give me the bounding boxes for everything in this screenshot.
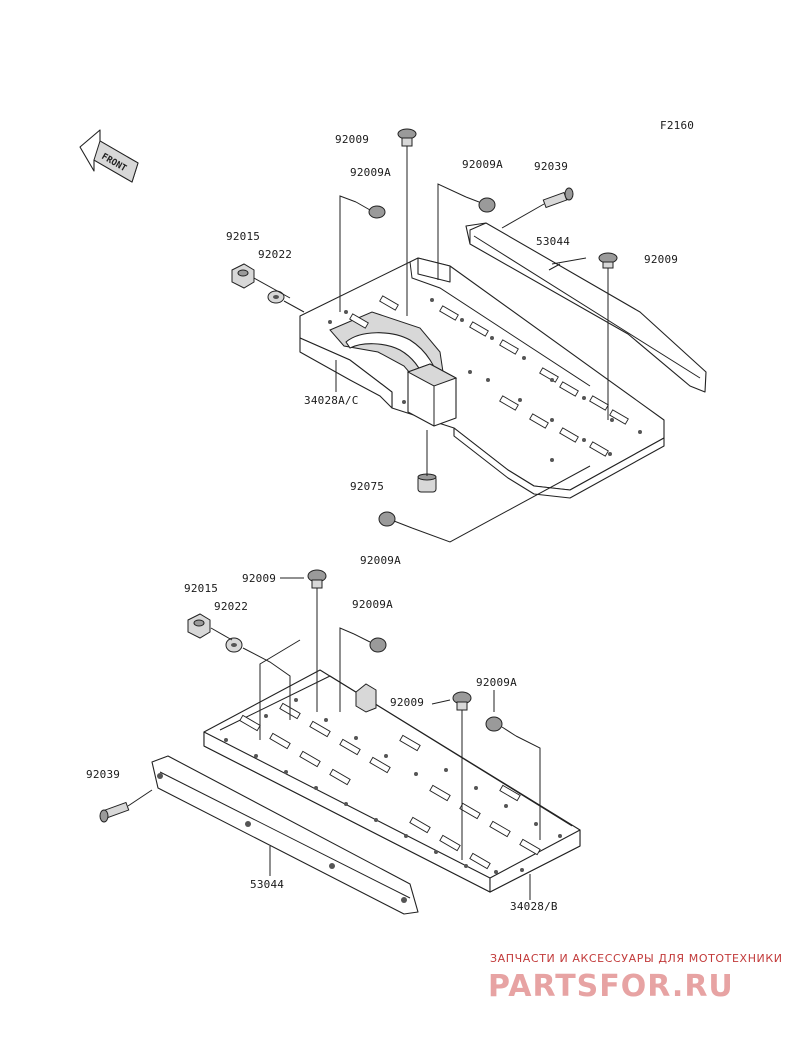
- carrier-panel-34028AC: [299, 257, 665, 499]
- cap-92075-icon: [417, 473, 437, 493]
- label-34028B: 34028/B: [510, 900, 558, 913]
- label-92015-lower: 92015: [184, 582, 218, 595]
- label-92075: 92075: [350, 480, 384, 493]
- pin-92039-lower-icon: [99, 801, 130, 823]
- washer-92022-lower-icon: [225, 637, 243, 653]
- bolt-92009-top-icon: [397, 128, 417, 160]
- upper-leader-lines: [253, 160, 609, 543]
- upper-slots: [349, 295, 629, 457]
- label-92009A-upper-bottom: 92009A: [360, 554, 401, 567]
- label-34028AC: 34028A/C: [304, 394, 359, 407]
- nut-92015-upper-icon: [231, 263, 255, 289]
- watermark: ЗАПЧАСТИ И АКСЕССУАРЫ ДЛЯ МОТОТЕХНИКИ PA…: [488, 952, 783, 1004]
- lower-slots: [239, 702, 541, 870]
- label-53044-lower: 53044: [250, 878, 284, 891]
- nut-92015-lower-icon: [187, 613, 211, 639]
- front-arrow-icon: FRONT: [79, 129, 139, 183]
- label-92022-upper: 92022: [258, 248, 292, 261]
- bolt-92009A-lower-top-icon: [353, 633, 387, 653]
- bolt-92009A-mid-icon: [465, 196, 496, 213]
- lower-holes: [224, 698, 562, 874]
- label-92009A-lower-right: 92009A: [476, 676, 517, 689]
- side-rail-53044-lower: [151, 755, 419, 915]
- label-92039-lower: 92039: [86, 768, 120, 781]
- label-92009A-upper-mid: 92009A: [462, 158, 503, 171]
- label-92009-upper-top: 92009: [335, 133, 369, 146]
- bolt-92009A-bottom-icon: [378, 511, 413, 529]
- bolt-92009-lower-top-icon: [307, 569, 327, 604]
- label-92015-upper: 92015: [226, 230, 260, 243]
- washer-92022-upper-icon: [267, 290, 285, 304]
- watermark-brand: PARTSFOR.RU: [488, 969, 734, 1004]
- lower-leader-lines: [127, 577, 541, 900]
- carrier-panel-34028B: [203, 669, 581, 893]
- figure-id: F2160: [660, 119, 694, 132]
- bolt-92009-lower-mid-icon: [452, 691, 472, 724]
- lower-assembly: 92015 92009 92022 92009A 92009 92009A 92…: [86, 569, 581, 915]
- label-53044-upper: 53044: [536, 235, 570, 248]
- label-92009-lower-top: 92009: [242, 572, 276, 585]
- label-92009A-upper-left: 92009A: [350, 166, 391, 179]
- label-92039-upper: 92039: [534, 160, 568, 173]
- watermark-caption: ЗАПЧАСТИ И АКСЕССУАРЫ ДЛЯ МОТОТЕХНИКИ: [490, 952, 783, 965]
- upper-assembly: 92009 92009A 92009A 92039 92015 92022 53…: [226, 128, 707, 567]
- side-rail-53044-upper: [465, 222, 707, 393]
- label-92009-lower-mid: 92009: [390, 696, 424, 709]
- label-92022-lower: 92022: [214, 600, 248, 613]
- upper-holes: [328, 298, 642, 462]
- label-92009A-lower-top: 92009A: [352, 598, 393, 611]
- bolt-92009A-lower-right-icon: [485, 716, 517, 737]
- bolt-92009A-left-icon: [355, 201, 386, 219]
- bolt-92009-right-icon: [598, 252, 618, 284]
- label-92009-upper-right: 92009: [644, 253, 678, 266]
- pin-92039-upper-icon: [542, 187, 574, 209]
